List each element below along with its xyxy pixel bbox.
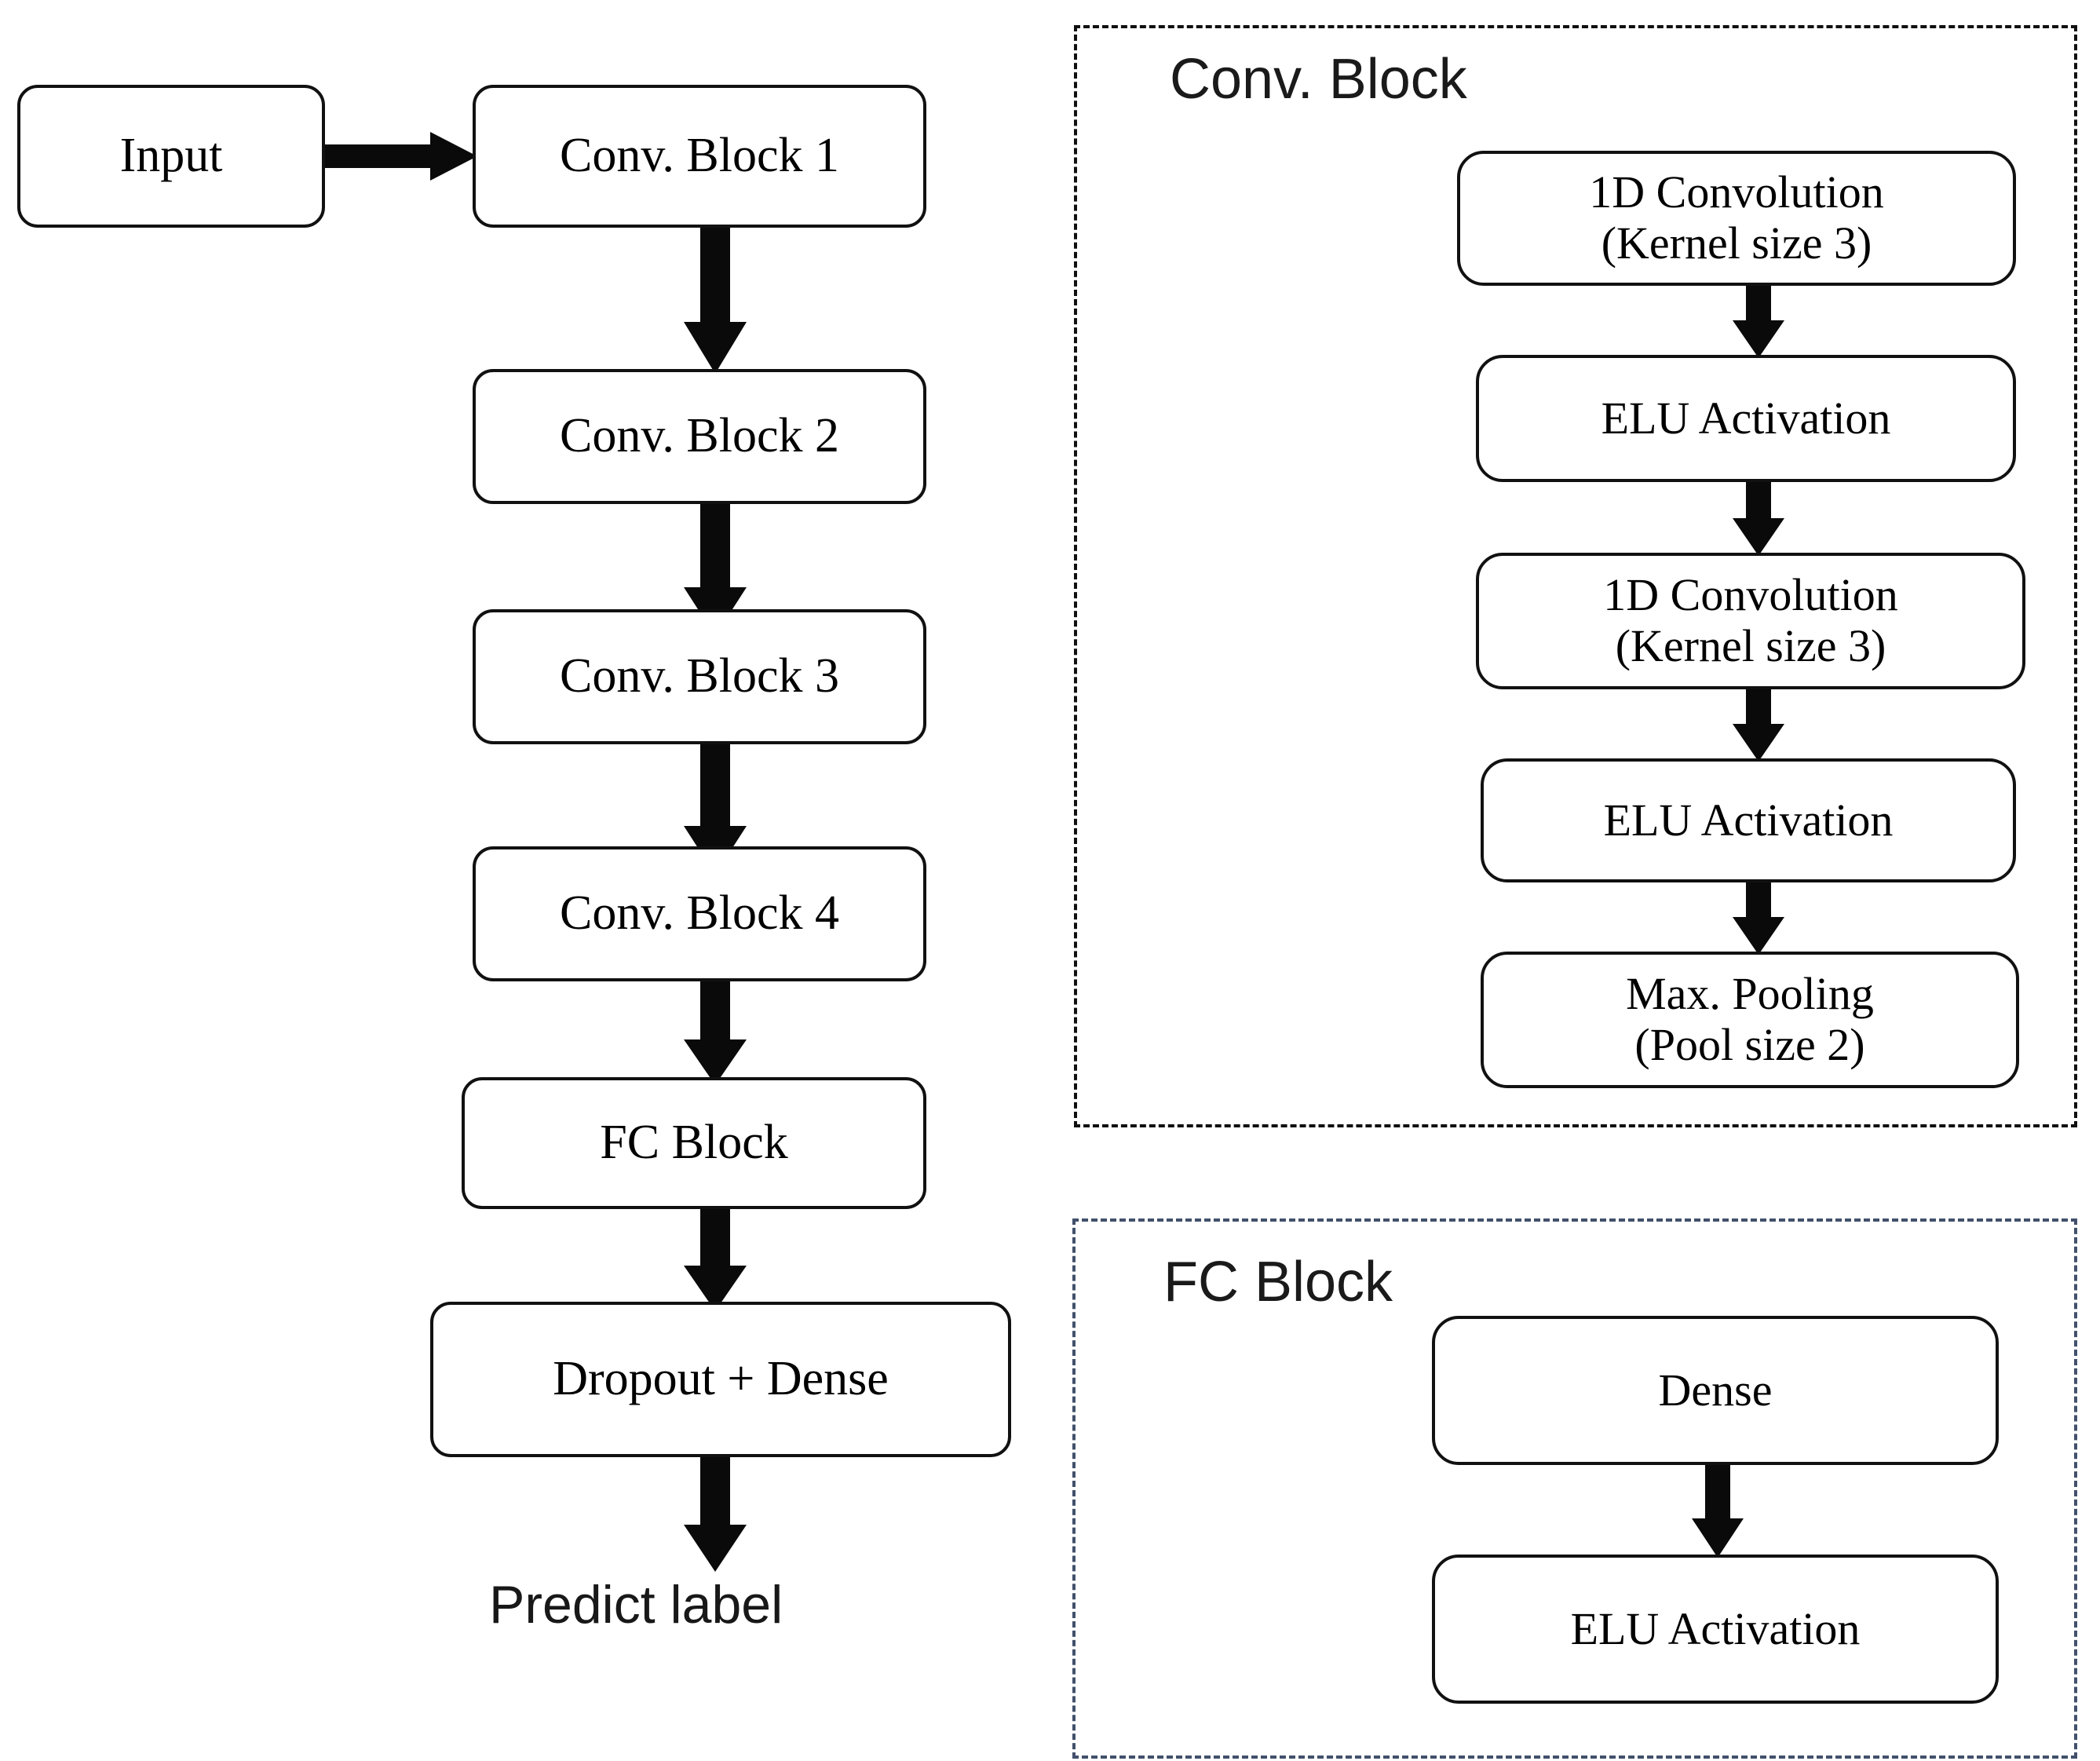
flow-box-dropout-dense-label: Dropout + Dense [553,1352,889,1406]
fc-step-1-line1: Dense [1658,1364,1773,1416]
conv-step-2-line1: ELU Activation [1601,392,1891,444]
conv-block-panel-title: Conv. Block [1170,48,1467,111]
arrow-dropout-dense-to-output [672,1454,758,1572]
arrow-conv1-to-conv2 [672,225,758,374]
conv-step-1-line2: (Kernel size 3) [1601,217,1872,269]
conv-step-3-line2: (Kernel size 3) [1615,620,1886,671]
conv-step-box-max-pooling: Max. Pooling (Pool size 2) [1481,952,2019,1088]
predict-label-text: Predict label [489,1575,783,1635]
flow-box-conv-block-2-label: Conv. Block 2 [560,409,839,463]
fc-step-box-elu-activation: ELU Activation [1432,1555,1999,1704]
fc-step-2-line1: ELU Activation [1570,1602,1861,1654]
fc-block-panel [1072,1218,2077,1759]
conv-step-3-line1: 1D Convolution [1603,569,1898,621]
flow-box-input-label: Input [119,129,223,183]
conv-block-panel [1074,25,2077,1127]
flow-box-conv-block-4: Conv. Block 4 [473,846,926,981]
conv-step-box-elu-activation-a: ELU Activation [1476,355,2016,482]
flow-box-conv-block-1-label: Conv. Block 1 [560,129,839,183]
arrow-conv4-to-fc [672,978,758,1085]
flow-box-conv-block-2: Conv. Block 2 [473,369,926,504]
conv-step-1-line1: 1D Convolution [1589,166,1884,218]
arrow-fc-step-1-to-2 [1678,1462,1757,1558]
arrow-conv-step-2-to-3 [1719,479,1798,556]
flow-box-fc-block: FC Block [462,1077,926,1209]
conv-step-5-line2: (Pool size 2) [1634,1019,1865,1070]
arrow-conv-step-3-to-4 [1719,686,1798,762]
fc-step-box-dense: Dense [1432,1316,1999,1465]
flow-box-conv-block-4-label: Conv. Block 4 [560,886,839,941]
flow-box-dropout-dense: Dropout + Dense [430,1302,1011,1457]
flow-box-fc-block-label: FC Block [600,1116,788,1170]
conv-step-box-1d-convolution-b: 1D Convolution (Kernel size 3) [1476,553,2025,689]
conv-step-4-line1: ELU Activation [1603,794,1894,846]
flow-box-conv-block-3-label: Conv. Block 3 [560,649,839,703]
flow-box-conv-block-1: Conv. Block 1 [473,85,926,228]
conv-step-box-1d-convolution-a: 1D Convolution (Kernel size 3) [1457,151,2016,286]
conv-step-box-elu-activation-b: ELU Activation [1481,758,2016,882]
fc-block-panel-title: FC Block [1163,1251,1393,1313]
arrow-input-to-conv1 [320,132,477,181]
conv-step-5-line1: Max. Pooling [1626,968,1874,1020]
arrow-conv-step-4-to-5 [1719,879,1798,955]
arrow-conv-step-1-to-2 [1719,283,1798,358]
arrow-fc-to-dropout-dense [672,1206,758,1311]
flow-box-conv-block-3: Conv. Block 3 [473,609,926,744]
flow-box-input: Input [17,85,325,228]
